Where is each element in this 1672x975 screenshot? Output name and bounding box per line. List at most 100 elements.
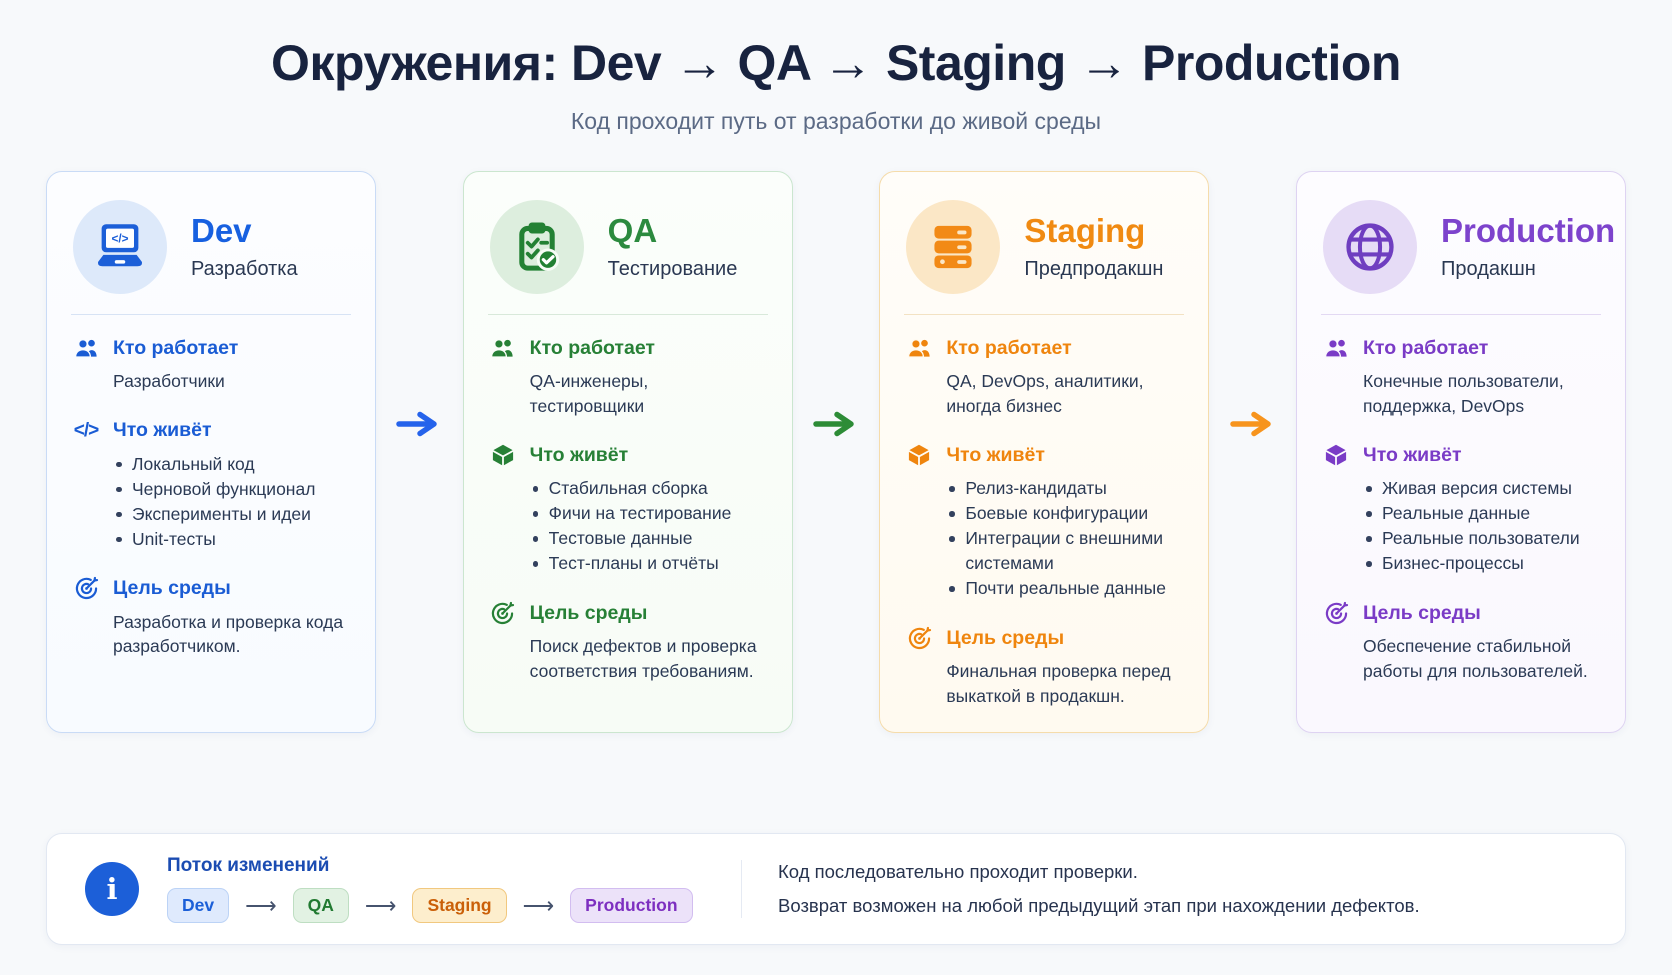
what-item: Релиз-кандидаты [946, 476, 1182, 501]
goal-text: Обеспечение стабильной работы для пользо… [1363, 636, 1588, 681]
clipboard-checklist-icon [489, 200, 584, 294]
vertical-divider [740, 860, 743, 918]
card-title: Production [1441, 211, 1616, 249]
divider [487, 314, 768, 315]
flow-arrow-icon: ⟶ [522, 892, 555, 918]
arrow-dev-to-qa [376, 171, 463, 733]
people-icon [1323, 335, 1349, 361]
svg-text:</>: </> [111, 232, 128, 246]
goal-section: Цель среды Обеспечение стабильной работы… [1323, 600, 1599, 683]
divider [71, 314, 351, 315]
target-icon [906, 625, 932, 651]
who-section: Кто работает QA, DevOps, аналитики, иног… [906, 335, 1182, 418]
who-label: Кто работает [113, 336, 239, 359]
flow-notes: Код последовательно проходит проверки. В… [778, 855, 1420, 923]
flow-badge-production: Production [570, 888, 693, 923]
what-item: Эксперименты и идеи [113, 502, 349, 527]
globe-icon [1323, 200, 1418, 294]
who-label: Кто работает [946, 336, 1072, 359]
goal-text: Поиск дефектов и проверка соответствия т… [529, 636, 757, 681]
card-production: Production Продакшн Кто работает [1296, 171, 1627, 733]
card-production-header: Production Продакшн [1323, 200, 1615, 294]
target-icon [73, 576, 99, 602]
flow-badge-row: Dev ⟶ QA ⟶ Staging ⟶ Production [167, 888, 693, 923]
goal-text: Финальная проверка перед выкаткой в прод… [946, 661, 1171, 706]
goal-text: Разработка и проверка кода разработчиком… [113, 611, 344, 657]
people-icon [906, 335, 932, 361]
goal-label: Цель среды [946, 626, 1065, 649]
what-item: Стабильная сборка [530, 476, 766, 501]
goal-label: Цель среды [1363, 601, 1481, 624]
what-label: Что живёт [1363, 443, 1462, 466]
card-subtitle: Продакшн [1441, 258, 1536, 281]
who-section: Кто работает Конечные пользователи, подд… [1323, 335, 1599, 418]
cube-icon [1323, 442, 1349, 468]
card-staging-header: Staging Предпродакшн [906, 200, 1182, 294]
what-item: Локальный код [113, 452, 349, 477]
card-qa: QA Тестирование Кто работает [462, 171, 793, 733]
what-item: Реальные пользователи [1363, 526, 1599, 551]
who-text: QA-инженеры, тестировщики [529, 371, 649, 416]
what-list: Локальный код Черновой функционал Экспер… [113, 452, 349, 552]
what-label: Что живёт [946, 443, 1045, 466]
cube-icon [906, 442, 932, 468]
what-item: Интеграции с внешними системами [946, 526, 1182, 576]
what-list: Стабильная сборка Фичи на тестирование Т… [530, 476, 766, 576]
who-text: QA, DevOps, аналитики, иногда бизнес [946, 371, 1144, 416]
cube-icon [490, 442, 516, 468]
flow-arrow-icon: ⟶ [364, 892, 397, 918]
what-item: Тест-планы и отчёты [530, 551, 766, 576]
flow-panel: i Поток изменений Dev ⟶ QA ⟶ Staging ⟶ P… [46, 833, 1626, 945]
card-title: Staging [1024, 211, 1146, 249]
laptop-code-icon: </> [73, 200, 167, 294]
what-item: Unit-тесты [113, 527, 349, 552]
card-subtitle: Разработка [191, 258, 298, 281]
what-item: Почти реальные данные [946, 576, 1182, 601]
code-brackets-icon: </> [73, 419, 99, 441]
what-item: Фичи на тестирование [530, 501, 766, 526]
who-section: Кто работает QA-инженеры, тестировщики [490, 335, 766, 418]
what-item: Реальные данные [1363, 501, 1599, 526]
arrow-qa-to-staging [793, 171, 880, 733]
what-section: </> Что живёт Локальный код Черновой фун… [73, 418, 349, 552]
flow-badge-staging: Staging [412, 888, 507, 923]
environment-cards-row: </> Dev Разработка [46, 171, 1627, 733]
what-item: Черновой функционал [113, 477, 349, 502]
what-item: Бизнес-процессы [1363, 551, 1599, 576]
flow-left-block: Поток изменений Dev ⟶ QA ⟶ Staging ⟶ Pro… [167, 855, 693, 923]
who-text: Конечные пользователи, поддержка, DevOps [1363, 371, 1564, 416]
page-title: Окружения: Dev → QA → Staging → Producti… [271, 35, 1401, 91]
flow-note-line1: Код последовательно проходит проверки. [778, 860, 1138, 882]
divider [904, 314, 1185, 315]
arrow-staging-to-production [1209, 171, 1296, 733]
card-title: QA [607, 211, 658, 249]
what-section: Что живёт Релиз-кандидаты Боевые конфигу… [906, 442, 1182, 601]
target-icon [490, 600, 516, 626]
goal-label: Цель среды [529, 601, 648, 624]
who-section: Кто работает Разработчики [73, 335, 349, 394]
what-item: Боевые конфигурации [946, 501, 1182, 526]
flow-note-line2: Возврат возможен на любой предыдущий эта… [778, 895, 1420, 916]
page-subtitle: Код проходит путь от разработки до живой… [570, 108, 1102, 134]
what-list: Релиз-кандидаты Боевые конфигурации Инте… [946, 476, 1182, 601]
who-label: Кто работает [1363, 336, 1489, 359]
card-subtitle: Тестирование [607, 258, 738, 281]
goal-section: Цель среды Финальная проверка перед выка… [906, 625, 1182, 708]
environments-infographic: Окружения: Dev → QA → Staging → Producti… [0, 34, 1672, 975]
card-subtitle: Предпродакшн [1024, 258, 1164, 281]
info-icon: i [85, 862, 139, 916]
server-stack-icon [906, 200, 1001, 294]
goal-label: Цель среды [113, 577, 231, 599]
what-label: Что живёт [113, 419, 212, 441]
flow-badge-dev: Dev [167, 888, 230, 923]
card-dev-header: </> Dev Разработка [73, 200, 349, 294]
what-list: Живая версия системы Реальные данные Реа… [1363, 476, 1599, 576]
card-title: Dev [191, 211, 252, 249]
flow-badge-qa: QA [292, 888, 349, 923]
card-qa-header: QA Тестирование [489, 200, 766, 294]
who-label: Кто работает [529, 336, 655, 359]
what-section: Что живёт Живая версия системы Реальные … [1323, 442, 1599, 576]
target-icon [1323, 600, 1349, 626]
divider [1321, 314, 1602, 315]
goal-section: Цель среды Поиск дефектов и проверка соо… [490, 600, 766, 683]
